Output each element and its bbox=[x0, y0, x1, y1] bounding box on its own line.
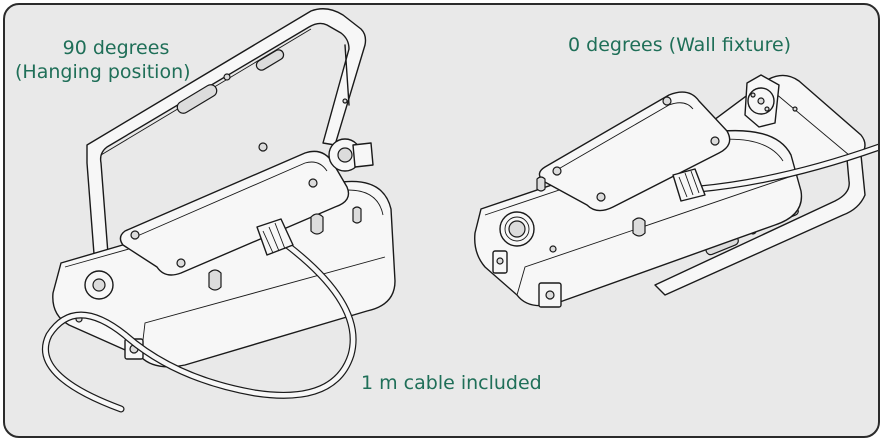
hanging-cable bbox=[41, 218, 357, 413]
diagram-frame: .ln { fill: none; stroke: #1a1a1a; strok… bbox=[3, 3, 880, 438]
wall-caption: 0 degrees (Wall fixture) bbox=[568, 34, 792, 56]
wall-pivot-knob bbox=[744, 74, 780, 128]
wall-cable bbox=[672, 143, 878, 202]
hanging-pivot-knob bbox=[328, 138, 374, 172]
cable-caption: 1 m cable included bbox=[361, 372, 542, 394]
fixture-illustrations: .ln { fill: none; stroke: #1a1a1a; strok… bbox=[41, 8, 878, 413]
hanging-housing bbox=[52, 142, 396, 368]
wall-front-knob bbox=[492, 211, 562, 308]
hanging-caption-line2: (Hanging position) bbox=[15, 61, 191, 83]
wall-housing bbox=[474, 91, 803, 307]
hanging-fixture bbox=[41, 8, 396, 413]
wall-fixture bbox=[474, 74, 878, 308]
hanging-caption-line1: 90 degrees bbox=[62, 37, 170, 59]
hanging-bracket bbox=[86, 8, 367, 268]
